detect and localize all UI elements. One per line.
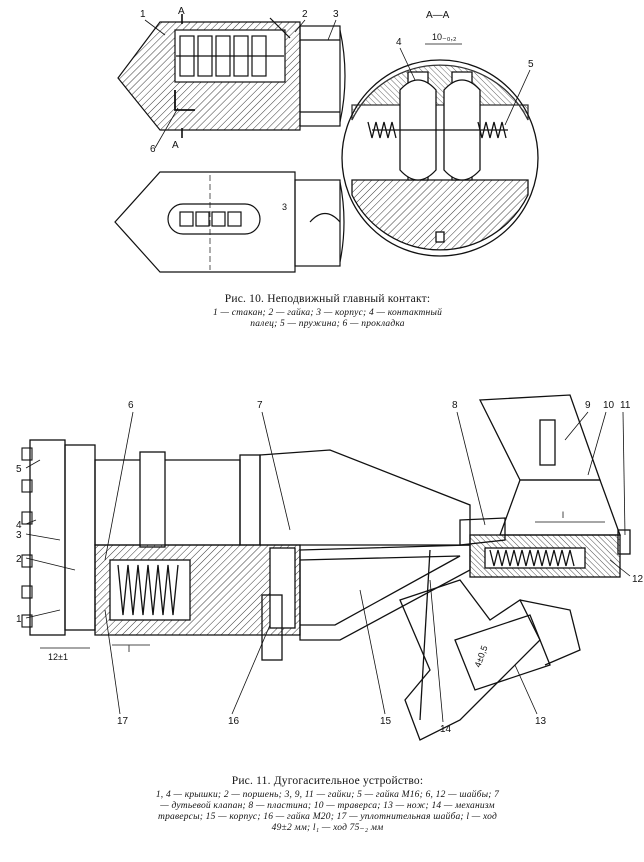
fig11-assembly [21,394,631,741]
fig11-label-11: 11 [620,400,631,411]
fig10-section-mark-bottom: А [172,140,179,151]
fig11-caption: Рис. 11. Дугогасительное устройство: 1, … [155,775,500,834]
fig11-caption-legend: 1, 4 — крышки; 2 — поршень; 3, 9, 11 — г… [155,790,500,833]
fig10-springs [367,121,507,139]
fig11-label-4: 4 [16,520,22,531]
fig10-label-2: 2 [302,9,308,20]
fig11-label-14: 14 [440,724,452,735]
fig11-dim-valve: 4±0,5 [472,644,489,669]
fig11-label-15: 15 [380,716,392,727]
fig11-label-6: 6 [128,400,134,411]
fig10-label-1: 1 [140,9,146,20]
fig11-label-12: 12 [632,574,644,585]
fig10-dim-side: 3 [282,202,287,212]
fig10-label-4: 4 [396,37,402,48]
fig11-label-17: 17 [117,716,129,727]
fig11-label-8: 8 [452,400,458,411]
fig11-caption-title: Рис. 11. Дугогасительное устройство: [231,775,424,787]
fig10-caption-legend: 1 — стакан; 2 — гайка; 3 — корпус; 4 — к… [212,308,443,329]
fig11-label-1: 1 [16,614,22,625]
fig10-dim-top: 10₋₀,₂ [432,32,457,42]
fig10-label-3: 3 [333,9,339,20]
fig11-label-5: 5 [16,464,22,475]
fig10-contact-fingers [176,35,284,77]
fig11-label-7: 7 [257,400,263,411]
fig11-leader-lines [25,411,631,723]
fig10-section-aa [341,59,539,257]
fig11-piston-spring [117,564,179,616]
fig11-label-13: 13 [535,716,547,727]
fig11-label-3: 3 [16,530,22,541]
fig11-dim-l2: l [562,510,564,520]
fig11-label-10: 10 [603,400,615,411]
fig10-leader-lines [144,19,531,149]
fig10-caption: Рис. 10. Неподвижный главный контакт: 1 … [200,293,455,330]
fig10-top-view [117,14,346,138]
fig11-label-9: 9 [585,400,591,411]
fig10-caption-title: Рис. 10. Неподвижный главный контакт: [224,293,431,305]
fig10-labels: 1 2 3 4 5 6 А—А А А 10₋₀,₂ 3 [140,6,534,212]
fig11-bolts-left [21,447,33,628]
fig10-section-label: А—А [426,10,450,21]
fig11-label-16: 16 [228,716,240,727]
fig11-label-2: 2 [16,554,22,565]
fig10-label-5: 5 [528,59,534,70]
fig11-dim-l1: l [128,644,130,654]
fig10-section-mark-top: А [178,6,185,17]
fig10-label-6: 6 [150,144,156,155]
fig11-dim-left: 12±1 [48,652,68,662]
fig10-bottom-view [114,171,345,273]
